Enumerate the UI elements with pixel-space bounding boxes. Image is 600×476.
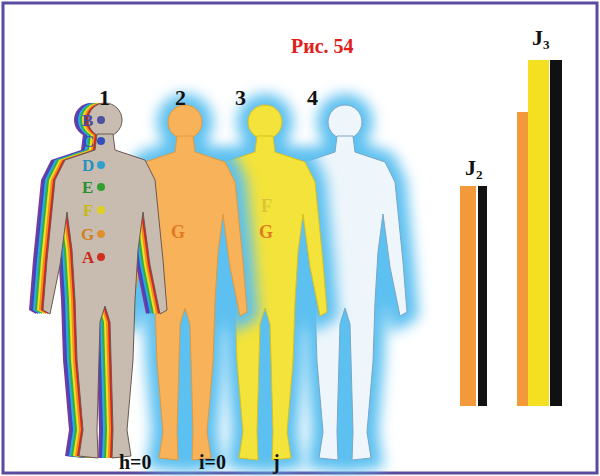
bar-label: J₂ bbox=[465, 157, 483, 179]
chakra-letter: C bbox=[82, 133, 94, 150]
chakra-letter: E bbox=[82, 179, 93, 196]
value-label: j bbox=[273, 452, 280, 472]
chakra-letter: F bbox=[83, 202, 93, 219]
figure-number: 4 bbox=[307, 87, 318, 109]
chakra-letter: A bbox=[82, 249, 94, 266]
figure-number: 3 bbox=[235, 87, 246, 109]
chakra-letter: G bbox=[259, 223, 273, 241]
bar-label: J₃ bbox=[532, 27, 550, 49]
chakra-letter: G bbox=[171, 223, 185, 241]
chakra-letter: B bbox=[82, 112, 93, 129]
figure-number: 1 bbox=[99, 87, 110, 109]
value-label: i=0 bbox=[199, 452, 226, 472]
chakra-letter: F bbox=[261, 197, 272, 215]
figure-title: Рис. 54 bbox=[291, 36, 354, 56]
value-label: h=0 bbox=[119, 452, 152, 472]
figure-number: 2 bbox=[175, 87, 186, 109]
chakra-letter: G bbox=[81, 226, 94, 243]
chakra-letter: D bbox=[82, 157, 94, 174]
